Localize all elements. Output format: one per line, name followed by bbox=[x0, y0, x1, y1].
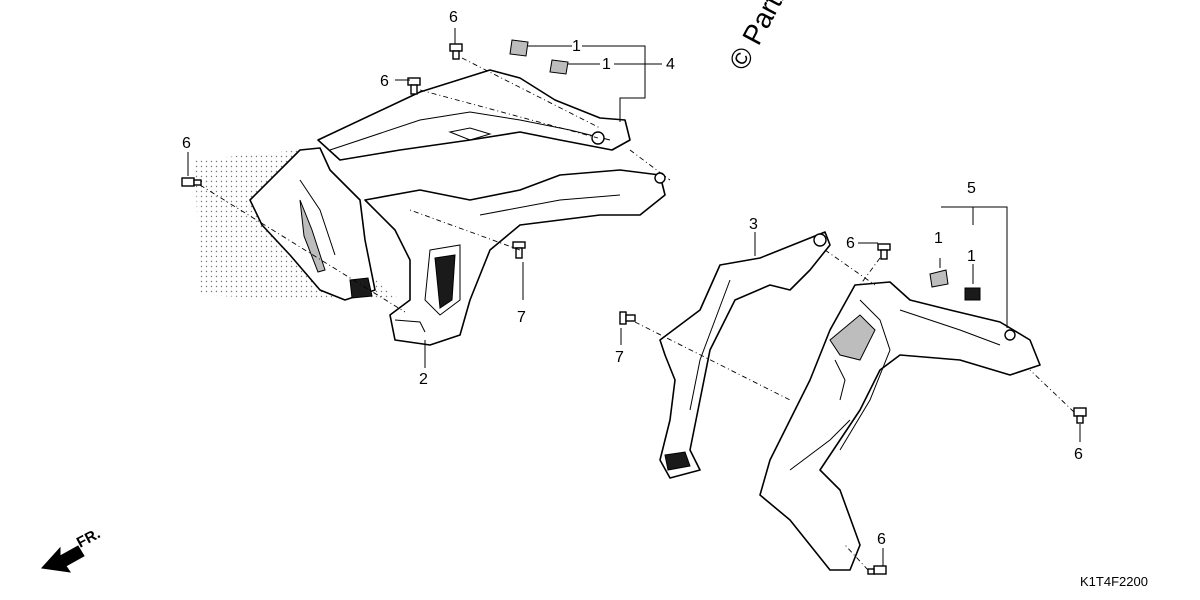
bolt-icon bbox=[877, 243, 891, 260]
left-side-cover-assembly bbox=[181, 39, 671, 346]
bolt-icon bbox=[867, 565, 887, 575]
screw-icon bbox=[512, 241, 526, 259]
callout-1: 1 bbox=[572, 38, 581, 55]
callout-6: 6 bbox=[846, 235, 855, 252]
front-direction-arrow-icon bbox=[41, 545, 85, 573]
callout-6: 6 bbox=[449, 9, 458, 26]
pad-icon bbox=[964, 287, 981, 301]
upper-cover-panel bbox=[317, 69, 631, 161]
callout-6: 6 bbox=[1074, 446, 1083, 463]
callout-leaders bbox=[187, 28, 1081, 566]
callout-2: 2 bbox=[419, 371, 428, 388]
callout-6: 6 bbox=[182, 135, 191, 152]
callout-3: 3 bbox=[749, 216, 758, 233]
bolt-icon bbox=[1073, 407, 1087, 424]
right-side-cover-assembly bbox=[619, 231, 1087, 575]
callout-7: 7 bbox=[517, 309, 526, 326]
bolt-icon bbox=[181, 177, 202, 187]
bolt-icon bbox=[449, 43, 463, 60]
callout-7: 7 bbox=[615, 349, 624, 366]
watermark: © Partzilla bbox=[723, 0, 811, 75]
diagram-code: K1T4F2200 bbox=[1080, 574, 1148, 589]
screw-icon bbox=[619, 311, 636, 325]
right-cowl-panel bbox=[759, 281, 1041, 571]
callout-1: 1 bbox=[967, 248, 976, 265]
callout-4: 4 bbox=[666, 56, 675, 73]
pad-icon bbox=[509, 39, 529, 57]
callout-6: 6 bbox=[380, 73, 389, 90]
callout-1: 1 bbox=[934, 230, 943, 247]
callout-5: 5 bbox=[967, 180, 976, 197]
pad-icon bbox=[929, 269, 949, 288]
callout-1: 1 bbox=[602, 56, 611, 73]
bolt-icon bbox=[407, 77, 421, 95]
pad-icon bbox=[549, 59, 569, 75]
callout-6: 6 bbox=[877, 531, 886, 548]
left-cowl-panel bbox=[249, 147, 376, 301]
